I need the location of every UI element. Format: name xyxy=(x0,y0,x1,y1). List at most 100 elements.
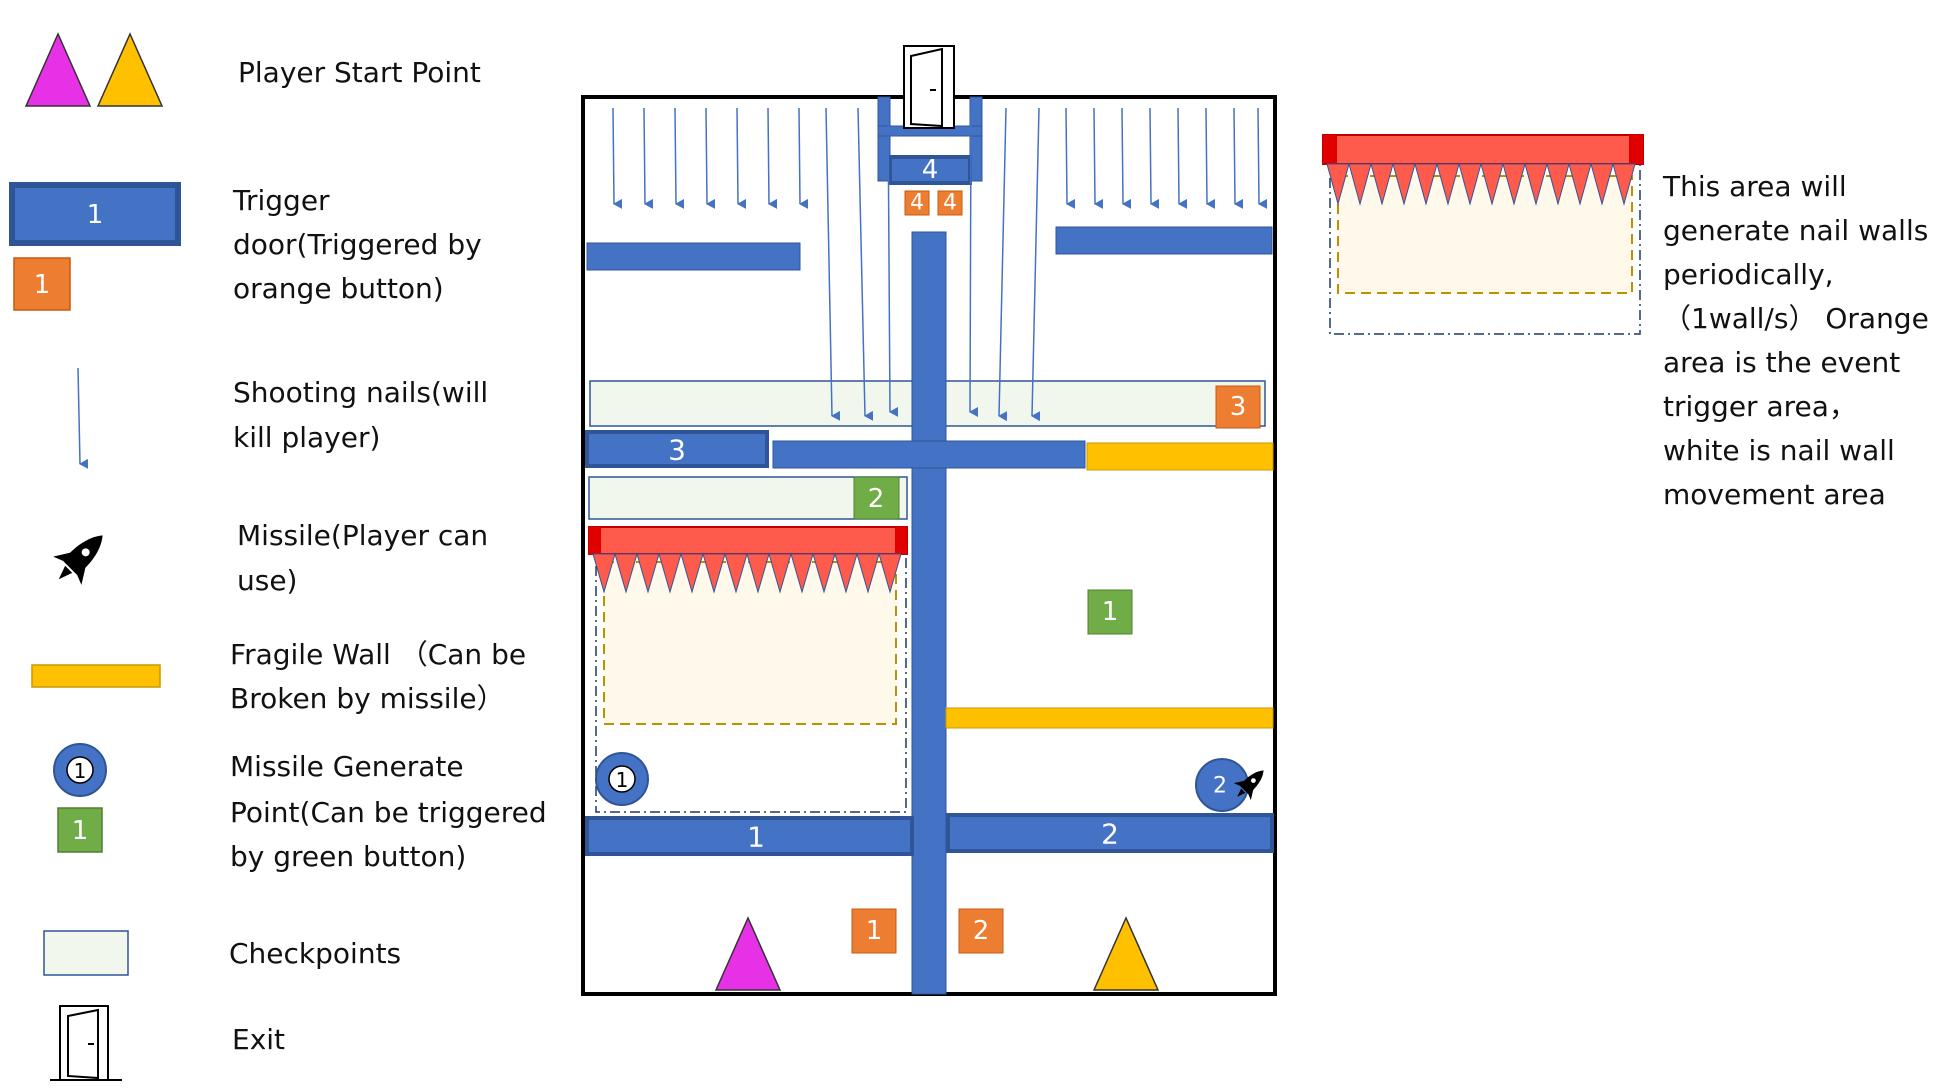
exit-alcove-left-wall xyxy=(877,96,891,182)
orange-button-2-number: 2 xyxy=(973,916,990,946)
note-line-2: generate nail walls xyxy=(1663,214,1928,247)
nail-arrows-center xyxy=(825,107,1041,422)
green-button-legend-number: 1 xyxy=(72,816,89,846)
missile-point-1[interactable]: 1 xyxy=(595,752,649,806)
exit-door-icon xyxy=(50,1005,122,1081)
exit-alcove-right-wall xyxy=(969,96,983,182)
missile-point-legend-number: 1 xyxy=(74,759,87,783)
checkpoints-label: Checkpoints xyxy=(229,937,401,970)
example-trigger-bar xyxy=(1322,134,1644,165)
player-start-magenta xyxy=(714,916,782,991)
note-line-6: trigger area， xyxy=(1663,390,1857,423)
rocket-icon xyxy=(53,535,103,585)
orange-button-4a[interactable] xyxy=(904,190,930,216)
exit-legend: Exit xyxy=(50,1005,285,1081)
orange-button-legend-number: 1 xyxy=(34,270,51,300)
example-bar-end-right xyxy=(1629,135,1643,164)
checkpoint-legend-icon xyxy=(43,930,129,976)
missile-point-label-2: Point(Can be triggered xyxy=(230,796,547,829)
fragile-wall-lower xyxy=(945,707,1274,729)
fragile-wall-legend: Fragile Wall （Can be Broken by missile） xyxy=(31,638,526,715)
level-map: 4 4 4 3 3 2 xyxy=(581,45,1277,996)
yellow-triangle-icon xyxy=(96,32,164,107)
green-button-1[interactable] xyxy=(1087,589,1133,635)
central-pillar xyxy=(911,231,947,995)
missile-label-2: use) xyxy=(237,564,297,597)
fragile-wall-upper xyxy=(1086,442,1274,471)
missile-point-legend: 1 1 Missile Generate Point(Can be trigge… xyxy=(53,743,547,873)
orange-button-2[interactable] xyxy=(958,908,1004,954)
rocket-icon xyxy=(1233,770,1264,801)
trigger-door-legend: 1 1 Trigger door(Triggered by orange but… xyxy=(9,182,482,311)
missile-point-2-number: 2 xyxy=(1213,774,1227,799)
door-legend-number: 1 xyxy=(87,200,104,230)
note-line-5: area is the event xyxy=(1663,346,1900,379)
note-line-3: periodically, xyxy=(1663,258,1834,291)
trigger-door-label-1: Trigger xyxy=(232,184,330,217)
note-line-7: white is nail wall xyxy=(1663,434,1895,467)
checkpoints-legend: Checkpoints xyxy=(43,930,401,976)
shooting-nails-legend: Shooting nails(will kill player) xyxy=(77,367,488,469)
green-button-2-number: 2 xyxy=(868,484,885,514)
note-line-4: （1wall/s） Orange xyxy=(1663,302,1929,335)
door-2-number: 2 xyxy=(1101,818,1119,851)
note-line-8: movement area xyxy=(1663,478,1886,511)
example-movement-area xyxy=(1337,175,1633,294)
example-bar-end-left xyxy=(1323,135,1337,164)
orange-button-3[interactable] xyxy=(1215,385,1261,429)
door-1 xyxy=(585,816,914,856)
orange-button-4b-number: 4 xyxy=(943,191,957,216)
missile-point-label-1: Missile Generate xyxy=(230,750,464,783)
shooting-nails-label-1: Shooting nails(will xyxy=(233,376,488,409)
fragile-wall-legend-icon xyxy=(31,664,161,688)
orange-button-4a-number: 4 xyxy=(910,191,924,216)
example-spikes xyxy=(1326,162,1636,206)
missile-label-1: Missile(Player can xyxy=(237,519,488,552)
green-button-2[interactable] xyxy=(853,476,900,520)
orange-button-1[interactable] xyxy=(851,908,897,954)
orange-button-1-number: 1 xyxy=(866,916,883,946)
fragile-wall-label-2: Broken by missile） xyxy=(230,682,505,715)
nail-arrow-legend-icon xyxy=(77,367,89,469)
orange-button-3-number: 3 xyxy=(1230,392,1247,422)
middle-wall xyxy=(772,440,1086,469)
exit-label: Exit xyxy=(232,1023,285,1056)
upper-left-wall xyxy=(586,242,801,271)
nail-arrows-top-left xyxy=(612,107,809,209)
trigger-door-label-3: orange button) xyxy=(233,272,444,305)
nail-arrows-top-right xyxy=(1065,107,1268,209)
upper-right-wall xyxy=(1055,226,1273,255)
nail-wall-bar-end-left xyxy=(589,527,601,554)
nail-wall-spikes xyxy=(592,552,902,594)
nail-wall-trigger-bar xyxy=(588,526,908,555)
nail-wall-area-left xyxy=(588,526,908,813)
nail-wall-example: This area will generate nail walls perio… xyxy=(1322,134,1929,511)
shooting-nails-label-2: kill player) xyxy=(233,421,380,454)
door-3-number: 3 xyxy=(668,434,686,467)
door-4 xyxy=(888,155,972,185)
trigger-door-label-2: door(Triggered by xyxy=(233,228,482,261)
player-start-yellow xyxy=(1092,916,1160,991)
player-start-label: Player Start Point xyxy=(238,56,481,89)
legend: Player Start Point 1 1 Trigger door(Trig… xyxy=(9,32,547,1081)
exit-door-icon[interactable] xyxy=(903,45,955,129)
door-2 xyxy=(946,813,1274,853)
missile-point-legend-inner xyxy=(66,756,94,784)
missile-point-1-number: 1 xyxy=(616,768,629,792)
missile-point-label-3: by green button) xyxy=(230,840,466,873)
door-3 xyxy=(585,430,769,468)
orange-button-legend-icon xyxy=(13,257,71,311)
nail-wall-bar-end-right xyxy=(895,527,907,554)
note-line-1: This area will xyxy=(1662,170,1847,203)
green-button-legend-icon xyxy=(57,807,103,853)
door-1-number: 1 xyxy=(747,821,765,854)
player-start-legend: Player Start Point xyxy=(24,32,481,107)
orange-button-4b[interactable] xyxy=(937,190,963,216)
green-button-1-number: 1 xyxy=(1102,597,1119,627)
fragile-wall-label-1: Fragile Wall （Can be xyxy=(230,638,526,671)
magenta-triangle-icon xyxy=(24,32,92,107)
door-legend-icon xyxy=(9,182,181,246)
missile-legend: Missile(Player can use) xyxy=(53,519,488,597)
missile-point-2[interactable]: 2 xyxy=(1195,758,1272,812)
